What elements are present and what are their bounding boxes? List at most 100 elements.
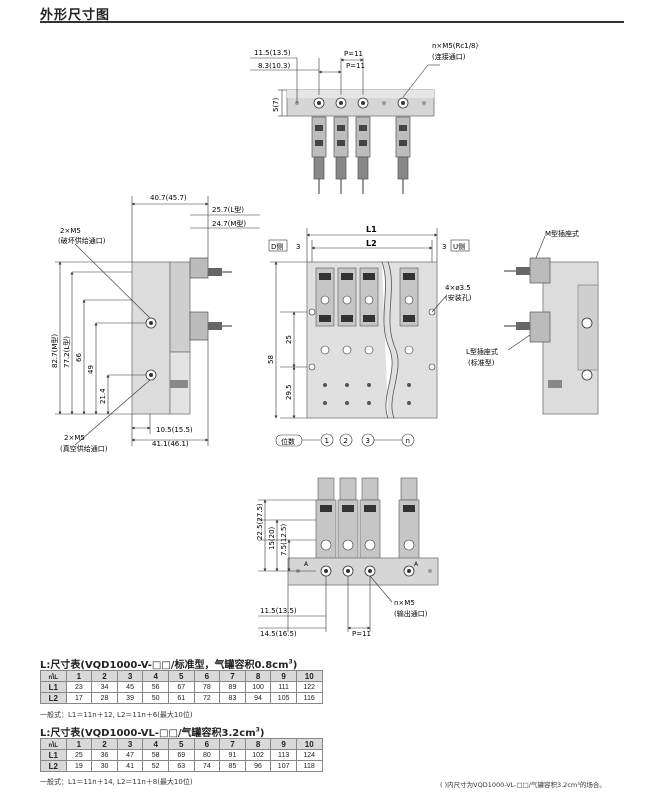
table2-header: 3 bbox=[116, 738, 144, 750]
right-l-label: L型插座式 bbox=[466, 347, 498, 356]
cell: 61 bbox=[167, 692, 195, 704]
table2-title: L:尺寸表(VQD1000-VL-□□/气罐容积3.2cm3) bbox=[40, 726, 265, 739]
cell: 45 bbox=[116, 681, 144, 693]
cell: 39 bbox=[116, 692, 144, 704]
cell: 30 bbox=[91, 760, 118, 772]
dim-bottom-p11: P=11 bbox=[352, 630, 371, 638]
title-rule bbox=[40, 21, 624, 23]
side-view: 40.7(45.7) 25.7(L型) 24.7(M型) 82.7(M型) 77… bbox=[50, 194, 260, 453]
cell: 91 bbox=[219, 749, 246, 761]
table1-corner: n\L bbox=[40, 670, 67, 682]
top-port-label: n×M5(Rc1/8) bbox=[432, 42, 479, 50]
cell: 89 bbox=[219, 681, 246, 693]
cell: 122 bbox=[295, 681, 323, 693]
cell: 116 bbox=[295, 692, 323, 704]
front-u-side: U侧 bbox=[453, 242, 465, 251]
port-a-left: A bbox=[304, 561, 309, 568]
table1-title: L:尺寸表(VQD1000-V-□□/标准型，气罐容积0.8cm3) bbox=[40, 658, 298, 671]
side-port2-sub: (真空供给通口) bbox=[60, 444, 108, 453]
dim-side-49: 49 bbox=[87, 365, 95, 374]
table1-header: 10 bbox=[295, 670, 323, 682]
cell: 113 bbox=[270, 749, 297, 761]
cell: 25 bbox=[65, 749, 93, 761]
table2-header: 1 bbox=[65, 738, 93, 750]
right-m-label: M型插座式 bbox=[545, 229, 579, 238]
table2-header: 8 bbox=[244, 738, 272, 750]
table2-formula: 一般式：L1＝11n＋14, L2＝11n＋8(最大10位) bbox=[40, 778, 193, 786]
cell: 105 bbox=[270, 692, 297, 704]
row-label: L1 bbox=[40, 681, 67, 693]
table2-header: 4 bbox=[142, 738, 169, 750]
cell: 78 bbox=[193, 681, 221, 693]
table2-header: 9 bbox=[270, 738, 297, 750]
dim-side-25-7: 25.7(L型) bbox=[212, 205, 244, 214]
dim-side-10-5: 10.5(15.5) bbox=[156, 426, 193, 434]
cell: 34 bbox=[91, 681, 118, 693]
table1-header: 3 bbox=[116, 670, 144, 682]
table1-formula: 一般式：L1＝11n＋12, L2＝11n＋6(最大10位) bbox=[40, 711, 193, 719]
cell: 85 bbox=[219, 760, 246, 772]
table2-header: 5 bbox=[167, 738, 195, 750]
dim-bottom-15: 15(20) bbox=[268, 526, 276, 550]
table2-corner: n\L bbox=[40, 738, 67, 750]
cell: 94 bbox=[244, 692, 272, 704]
table1-header: 8 bbox=[244, 670, 272, 682]
dim-front-L2: L2 bbox=[366, 239, 377, 248]
cell: 63 bbox=[167, 760, 195, 772]
cell: 72 bbox=[193, 692, 221, 704]
table2-header: 7 bbox=[219, 738, 246, 750]
table1-header: 5 bbox=[167, 670, 195, 682]
right-view: M型插座式 L型插座式 (标准型) bbox=[466, 229, 599, 415]
table1-header: 2 bbox=[91, 670, 118, 682]
cell: 23 bbox=[65, 681, 93, 693]
cell: 102 bbox=[244, 749, 272, 761]
dim-front-29-5: 29.5 bbox=[285, 384, 293, 400]
cell: 96 bbox=[244, 760, 272, 772]
row-label: L2 bbox=[40, 760, 67, 772]
table2-header: 10 bbox=[295, 738, 323, 750]
dim-top-p11-b: P=11 bbox=[346, 62, 365, 70]
dim-bottom-22-5: 22.5(27.5) bbox=[256, 503, 264, 540]
dim-top-8-3: 8.3(10.3) bbox=[258, 62, 290, 70]
bottom-port-label: n×M5 bbox=[394, 599, 415, 607]
cell: 69 bbox=[167, 749, 195, 761]
cell: 17 bbox=[65, 692, 93, 704]
cell: 56 bbox=[142, 681, 169, 693]
row-label: L2 bbox=[40, 692, 67, 704]
table1-header: 1 bbox=[65, 670, 93, 682]
dim-side-77-2: 77.2(L型) bbox=[62, 336, 71, 368]
cell: 28 bbox=[91, 692, 118, 704]
dim-side-21-4: 21.4 bbox=[99, 388, 107, 404]
station-1: 1 bbox=[325, 437, 329, 445]
bottom-port-sub: (输出通口) bbox=[394, 609, 428, 618]
top-view: 11.5(13.5) 8.3(10.3) P=11 P=11 5(7) n×M5… bbox=[250, 42, 479, 194]
row-label: L1 bbox=[40, 749, 67, 761]
table-row: L2 19 30 41 52 63 74 85 96 107 118 bbox=[40, 760, 323, 772]
table1-header: 4 bbox=[142, 670, 169, 682]
table1-header: 9 bbox=[270, 670, 297, 682]
dim-top-5: 5(7) bbox=[272, 97, 280, 112]
cell: 107 bbox=[270, 760, 297, 772]
page-title: 外形尺寸图 bbox=[40, 8, 111, 23]
table-row: L2 17 28 39 50 61 72 83 94 105 116 bbox=[40, 692, 323, 704]
dim-side-41-1: 41.1(46.1) bbox=[152, 440, 189, 448]
table-row: L1 23 34 45 56 67 78 89 100 111 122 bbox=[40, 681, 323, 693]
dim-side-66: 66 bbox=[75, 353, 83, 362]
side-port1-label: 2×M5 bbox=[60, 227, 81, 235]
dim-top-11-5: 11.5(13.5) bbox=[254, 49, 291, 57]
table1-header: 7 bbox=[219, 670, 246, 682]
bottom-view: A A 22.5(27.5) 15(20) 7.5(12.5) 11.5(13.… bbox=[256, 477, 439, 638]
front-hole-sub: (安装孔) bbox=[445, 293, 472, 302]
port-a-right: A bbox=[414, 561, 419, 568]
side-port1-sub: (破坏供给通口) bbox=[58, 236, 106, 245]
cell: 80 bbox=[193, 749, 221, 761]
drawing-canvas: 11.5(13.5) 8.3(10.3) P=11 P=11 5(7) n×M5… bbox=[50, 42, 599, 638]
dim-side-24-7: 24.7(M型) bbox=[212, 219, 246, 228]
dim-bottom-11-5: 11.5(13.5) bbox=[260, 607, 297, 615]
cell: 118 bbox=[295, 760, 323, 772]
table2-header: 2 bbox=[91, 738, 118, 750]
dim-bottom-7-5: 7.5(12.5) bbox=[280, 524, 288, 556]
station-2: 2 bbox=[344, 437, 348, 445]
dim-front-58: 58 bbox=[267, 355, 275, 364]
cell: 83 bbox=[219, 692, 246, 704]
